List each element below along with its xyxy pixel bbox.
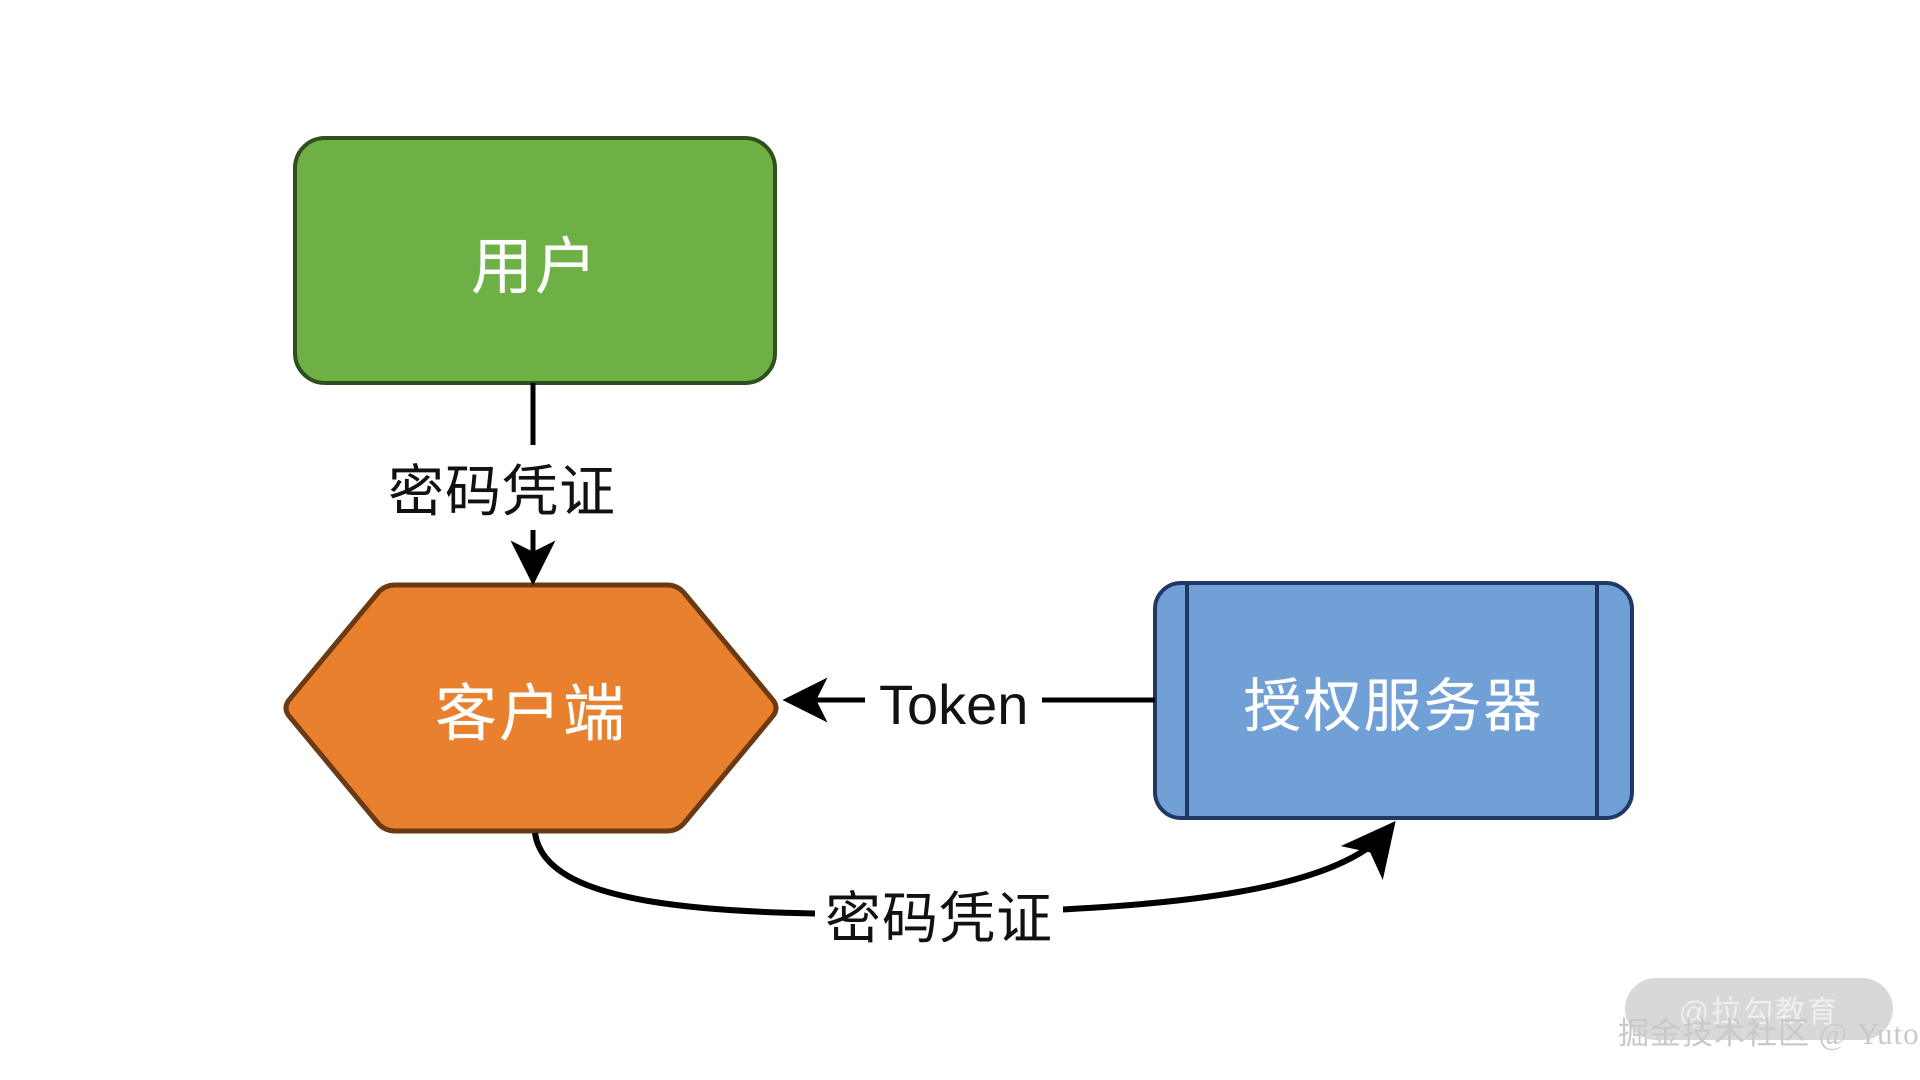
edge-client-to-auth-server[interactable] — [532, 821, 1396, 917]
node-user-shape[interactable] — [293, 136, 777, 385]
node-auth-server-shape[interactable] — [1153, 581, 1634, 820]
node-client-shape[interactable] — [283, 582, 779, 834]
watermark-badge: @拉勾教育 — [1625, 978, 1893, 1040]
watermark-credit: 掘金技术社区 @ Yutong — [1618, 1016, 1920, 1051]
